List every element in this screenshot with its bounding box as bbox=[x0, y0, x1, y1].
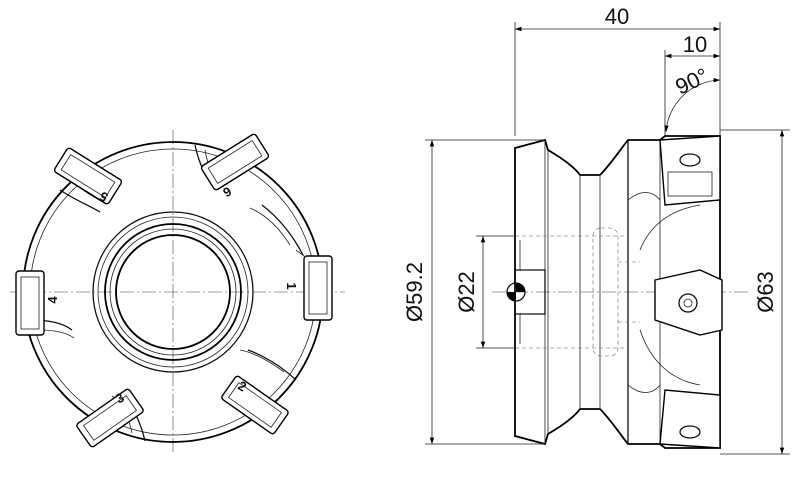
insert-6 bbox=[200, 133, 270, 191]
insert-number-1: 1 bbox=[284, 282, 299, 289]
keyway-slot bbox=[515, 269, 546, 315]
dim-cutting-diameter: Ø63 bbox=[753, 271, 778, 313]
insert-1 bbox=[295, 249, 333, 321]
face-ring-chamfer bbox=[97, 216, 249, 368]
bore-inner bbox=[115, 234, 231, 350]
insert-5 bbox=[53, 147, 123, 205]
face-ring-outer bbox=[92, 211, 254, 373]
insert-number-6: 6 bbox=[220, 184, 234, 201]
bore-ring-outer bbox=[104, 223, 242, 361]
side-insert-middle bbox=[654, 269, 723, 336]
hidden-bore bbox=[515, 227, 640, 357]
bore-ring-chamfer bbox=[109, 228, 237, 356]
dim-insert-length: 10 bbox=[683, 32, 707, 57]
dim-angle: 90° bbox=[671, 63, 712, 100]
side-view: 40 10 90° Ø59.2 Ø22 Ø63 bbox=[402, 4, 790, 455]
insert-2 bbox=[221, 375, 289, 435]
insert-4 bbox=[15, 270, 45, 336]
section-symbol bbox=[506, 282, 526, 302]
insert-3 bbox=[76, 388, 144, 448]
dim-body-diameter: Ø59.2 bbox=[402, 262, 427, 322]
dim-bore-diameter: Ø22 bbox=[454, 271, 479, 313]
insert-number-4: 4 bbox=[45, 296, 60, 304]
front-view: 1 2 3 4 5 6 bbox=[10, 130, 345, 455]
dim-arc-angle bbox=[664, 77, 721, 133]
dim-overall-length: 40 bbox=[605, 4, 629, 29]
side-insert-top bbox=[659, 135, 721, 206]
side-insert-bottom bbox=[659, 389, 721, 449]
